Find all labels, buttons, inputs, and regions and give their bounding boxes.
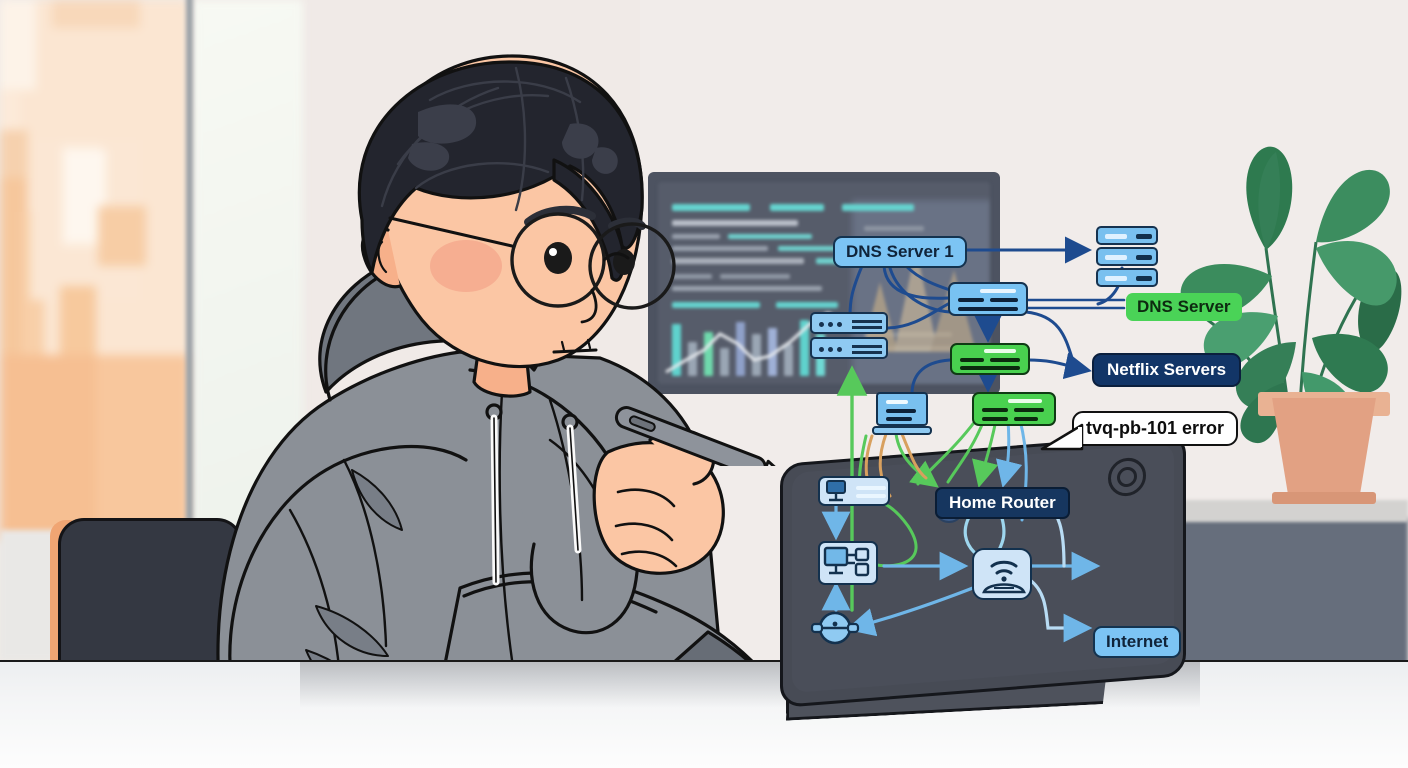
laptop-icon: [872, 392, 932, 436]
desk-surface: [0, 660, 1408, 768]
workstation-icon: [818, 476, 890, 506]
side-cabinet: [1148, 518, 1408, 668]
server-stack-icon: [1096, 226, 1158, 288]
plant-pot: [1272, 398, 1376, 498]
callout-tail: [1040, 423, 1084, 451]
error-callout-text: tvq-pb-101 error: [1072, 411, 1239, 446]
server-rack-icon: [810, 312, 888, 360]
node-label-netflix-servers[interactable]: Netflix Servers: [1092, 353, 1242, 387]
node-label-home-router[interactable]: Home Router: [935, 487, 1070, 519]
window-frame: [186, 0, 193, 550]
node-label-dns-server[interactable]: DNS Server: [1126, 293, 1242, 321]
plant-pot-base: [1272, 492, 1376, 504]
error-callout[interactable]: tvq-pb-101 error: [1040, 411, 1239, 451]
seated-person: [216, 54, 843, 740]
switch-icon-green-lower: [972, 392, 1056, 426]
modem-icon: [810, 610, 860, 646]
node-label-internet[interactable]: Internet: [1093, 626, 1182, 658]
switch-icon-green-upper: [950, 343, 1030, 375]
stylus-pen: [614, 406, 791, 466]
node-label-dns-server-1[interactable]: DNS Server 1: [833, 236, 967, 268]
switch-icon-blue: [948, 282, 1028, 316]
cabinet-top: [1148, 500, 1408, 522]
desktop-node-icon: [818, 541, 878, 585]
office-chair: [58, 518, 243, 666]
wifi-router-icon: [972, 548, 1032, 600]
abstract-wall-art: [0, 0, 190, 540]
